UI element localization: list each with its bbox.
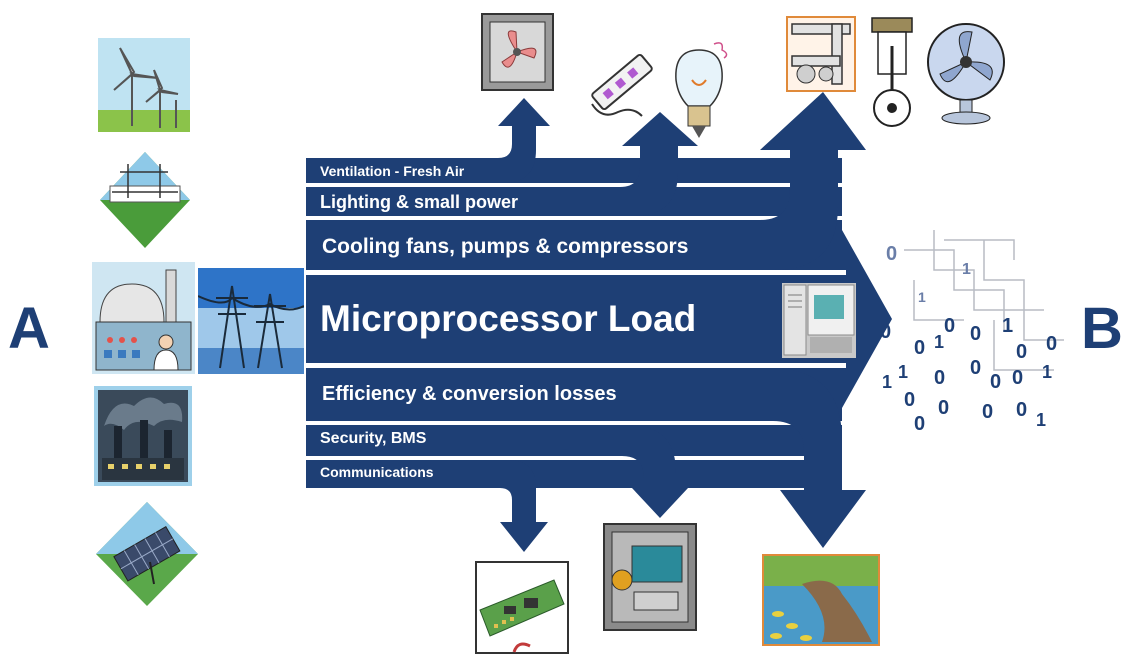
exhaust-fan-icon — [481, 13, 554, 91]
power-strip-icon — [591, 53, 653, 117]
power-station-icon — [92, 262, 195, 374]
svg-text:0: 0 — [970, 357, 981, 379]
svg-text:1: 1 — [1042, 362, 1052, 382]
cooling-label: Cooling fans, pumps & compressors — [322, 235, 689, 258]
wind-turbines-icon — [98, 38, 190, 132]
svg-text:0: 0 — [1016, 341, 1027, 363]
lighting-branch-arrow — [306, 112, 698, 216]
svg-text:1: 1 — [898, 362, 908, 382]
svg-text:0: 0 — [914, 337, 925, 359]
piston-icon — [871, 17, 913, 127]
solar-panel-icon — [96, 502, 198, 606]
waste-outfall-icon — [762, 554, 880, 646]
band-separator — [306, 270, 846, 275]
losses-branch-arrow — [306, 368, 866, 548]
ventilation-branch-arrow — [306, 98, 550, 183]
circuit-binary-icon: 0 1 1 0 0 1 0 0 1 0 0 1 1 0 0 0 0 1 0 0 … — [880, 230, 1064, 435]
svg-text:0: 0 — [990, 371, 1001, 393]
svg-text:0: 0 — [944, 315, 955, 337]
security-label: Security, BMS — [320, 430, 427, 447]
pipes-pumps-icon — [786, 16, 856, 92]
svg-text:0: 0 — [1046, 333, 1057, 355]
factory-smoke-icon — [94, 386, 192, 486]
svg-text:1: 1 — [882, 372, 892, 392]
desk-fan-icon — [927, 23, 1005, 125]
svg-text:1: 1 — [1002, 315, 1013, 337]
svg-text:1: 1 — [918, 289, 926, 305]
band-separator — [306, 421, 846, 425]
cooling-branch-arrow — [306, 92, 866, 270]
svg-text:0: 0 — [1016, 399, 1027, 421]
svg-text:0: 0 — [982, 401, 993, 423]
destination-label-b: B — [1081, 296, 1123, 361]
ventilation-label: Ventilation - Fresh Air — [320, 163, 465, 179]
svg-text:1: 1 — [934, 332, 944, 352]
band-separator — [306, 183, 846, 187]
svg-text:0: 0 — [886, 243, 897, 265]
band-separator — [306, 216, 846, 220]
power-grid-icon — [100, 152, 190, 248]
svg-text:0: 0 — [1012, 367, 1023, 389]
svg-text:0: 0 — [880, 321, 891, 343]
band-separator — [306, 456, 846, 460]
source-label-a: A — [8, 296, 50, 361]
svg-text:0: 0 — [934, 367, 945, 389]
transmission-towers-icon — [198, 268, 304, 374]
communications-branch-arrow — [306, 460, 548, 552]
computer-server-icon — [782, 283, 856, 358]
svg-text:0: 0 — [970, 323, 981, 345]
safe-computer-icon — [603, 523, 697, 631]
svg-text:0: 0 — [904, 389, 915, 411]
losses-label: Efficiency & conversion losses — [322, 383, 617, 405]
svg-text:1: 1 — [1036, 410, 1046, 430]
lighting-label: Lighting & small power — [320, 192, 519, 212]
light-bulb-icon — [675, 42, 728, 138]
communications-label: Communications — [320, 464, 434, 480]
svg-text:0: 0 — [914, 413, 925, 435]
security-branch-arrow — [306, 425, 688, 518]
main-load-label: Microprocessor Load — [320, 298, 697, 339]
svg-text:1: 1 — [962, 261, 971, 278]
network-card-icon — [475, 561, 569, 654]
svg-text:0: 0 — [938, 397, 949, 419]
band-separator — [306, 363, 846, 368]
